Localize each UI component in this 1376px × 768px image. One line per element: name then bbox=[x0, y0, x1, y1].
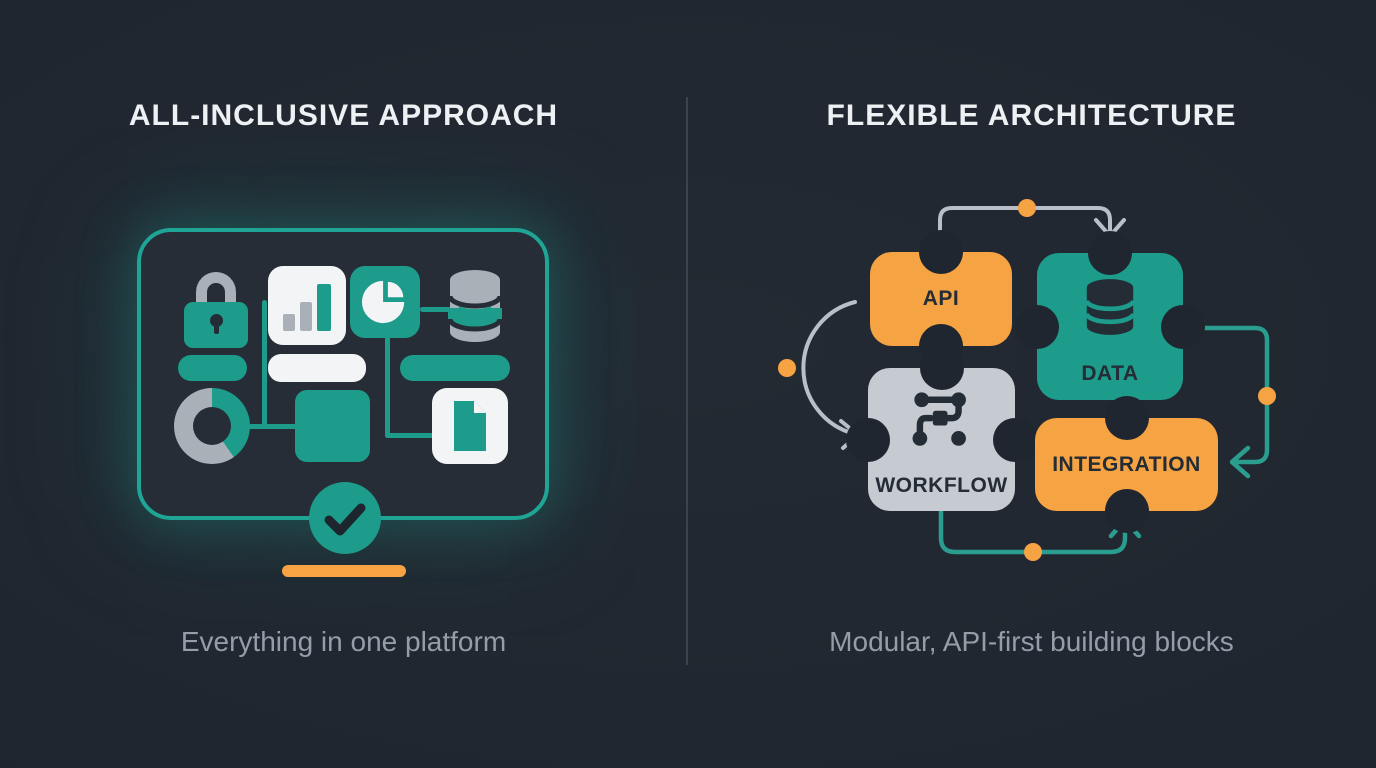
left-title: ALL-INCLUSIVE APPROACH bbox=[128, 99, 559, 132]
piece-label-integration: INTEGRATION bbox=[1052, 452, 1201, 476]
pie-chart-icon bbox=[350, 266, 420, 338]
puzzle-notch bbox=[1104, 489, 1149, 533]
puzzle-notch bbox=[1015, 304, 1059, 349]
puzzle-piece-integration: INTEGRATION bbox=[1035, 396, 1218, 533]
puzzle-notch bbox=[846, 417, 890, 462]
piece-label-data: DATA bbox=[1081, 362, 1139, 385]
check-icon bbox=[309, 482, 381, 554]
piece-label-api: API bbox=[922, 287, 960, 310]
flow-arrows bbox=[778, 199, 1276, 561]
piece-label-workflow: WORKFLOW bbox=[875, 474, 1008, 497]
right-section: FLEXIBLE ARCHITECTURE bbox=[687, 0, 1376, 768]
connector-dot bbox=[1258, 387, 1276, 405]
donut-chart-icon bbox=[174, 388, 250, 464]
puzzle-notch bbox=[1104, 396, 1149, 440]
connector-line bbox=[262, 300, 267, 429]
puzzle-notch bbox=[919, 230, 963, 274]
lock-body bbox=[184, 302, 248, 348]
bar-chart-icon bbox=[268, 266, 346, 345]
workflow-icon bbox=[907, 390, 977, 455]
platform-frame bbox=[137, 228, 549, 554]
right-title: FLEXIBLE ARCHITECTURE bbox=[826, 99, 1237, 132]
puzzle-piece-workflow: WORKFLOW bbox=[846, 346, 1037, 511]
pill-white bbox=[268, 354, 366, 382]
connector-dot bbox=[1018, 199, 1036, 217]
left-section: ALL-INCLUSIVE APPROACH bbox=[0, 0, 687, 768]
connector-line bbox=[246, 424, 302, 429]
connector-dot bbox=[1024, 543, 1042, 561]
module-square bbox=[295, 390, 370, 462]
document-icon bbox=[432, 388, 508, 464]
lock-shackle bbox=[196, 272, 236, 308]
connector-line bbox=[385, 433, 436, 438]
puzzle-notch bbox=[919, 346, 964, 390]
puzzle-piece-data: DATA bbox=[1015, 231, 1205, 400]
accent-underline bbox=[282, 565, 406, 577]
pill-teal bbox=[400, 355, 510, 381]
database-icon bbox=[1084, 277, 1136, 342]
puzzle-notch bbox=[1088, 231, 1132, 275]
pie-glyph bbox=[361, 280, 405, 324]
connector-dot bbox=[778, 359, 796, 377]
left-caption: Everything in one platform bbox=[180, 626, 507, 657]
puzzle-notch bbox=[1161, 304, 1205, 349]
lock-icon bbox=[183, 270, 249, 350]
document-glyph bbox=[454, 401, 486, 451]
database-icon bbox=[441, 268, 509, 346]
connector-line bbox=[385, 336, 390, 438]
puzzle-piece-api: API bbox=[870, 230, 1012, 368]
puzzle-notch bbox=[993, 417, 1037, 462]
lock-keyhole bbox=[209, 314, 223, 334]
section-divider bbox=[686, 97, 688, 665]
connector-line bbox=[420, 307, 452, 312]
right-caption: Modular, API-first building blocks bbox=[829, 626, 1234, 657]
pill-teal bbox=[178, 355, 247, 381]
